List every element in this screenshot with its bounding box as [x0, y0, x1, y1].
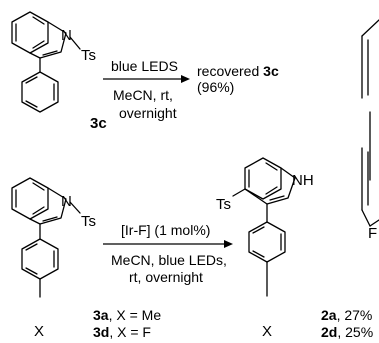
yield-label-2d: 2d, 25% — [321, 324, 373, 340]
structure-3a-3d: N Ts X 3a, X = Me 3d, X = F — [11, 177, 161, 340]
compound-label-3a: 3a, X = Me — [93, 307, 161, 323]
outcome-yield: (96%) — [197, 79, 234, 95]
outcome-text: recovered 3c — [197, 63, 279, 79]
conditions-2-above: [Ir-F] (1 mol%) — [121, 222, 210, 238]
conditions-1-below-1: MeCN, rt, — [113, 87, 173, 103]
structure-3c: N Ts 3c — [11, 11, 107, 132]
atom-x: X — [262, 323, 272, 340]
partial-structure-right-edge: F — [361, 19, 379, 242]
atom-n: N — [61, 27, 72, 44]
structure-2a-2d: NH Ts X — [216, 157, 314, 340]
yield-label-2a: 2a, 27% — [321, 307, 372, 323]
compound-label-3d: 3d, X = F — [93, 324, 151, 340]
reaction-arrow-1 — [103, 75, 190, 83]
reaction-arrow-2 — [103, 240, 233, 248]
atom-nh: NH — [292, 172, 314, 189]
conditions-1-above: blue LEDS — [111, 58, 178, 74]
conditions-2-below-2: rt, overnight — [129, 269, 203, 285]
atom-ts: Ts — [216, 196, 231, 213]
compound-label-3c: 3c — [90, 115, 107, 132]
atom-ts: Ts — [81, 213, 96, 230]
conditions-2-below-1: MeCN, blue LEDs, — [111, 252, 227, 268]
atom-n: N — [61, 193, 72, 210]
atom-f: F — [368, 225, 377, 242]
atom-ts: Ts — [81, 47, 96, 64]
atom-x: X — [34, 323, 44, 340]
conditions-1-below-2: overnight — [119, 105, 177, 121]
